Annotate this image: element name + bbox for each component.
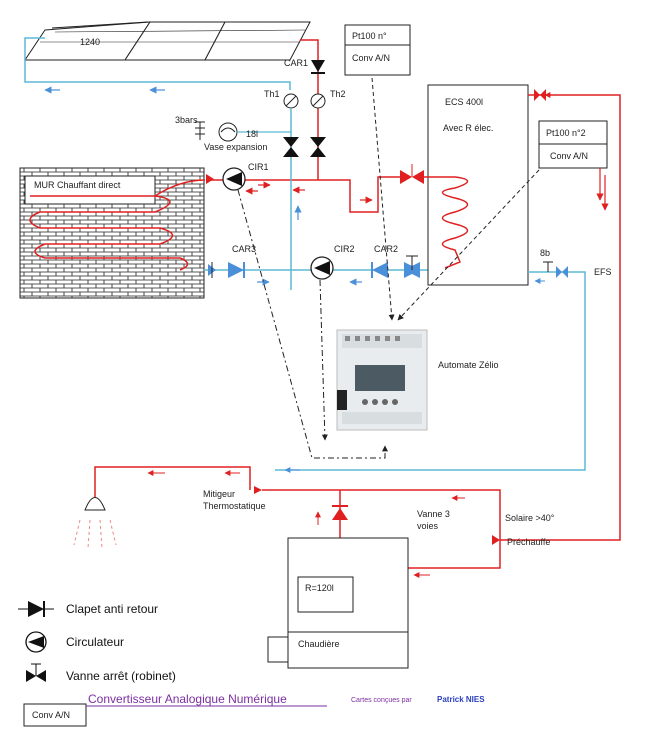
supply-to-tank: [318, 176, 405, 213]
legend-circulator: Circulateur: [66, 635, 124, 649]
boiler-volume-label: R=120l: [305, 583, 334, 593]
stop-valve-icon: [400, 170, 412, 184]
solar-preheat-pipe: [500, 94, 621, 541]
mixer-label-2: Thermostatique: [203, 501, 266, 511]
panel-label: 1240: [80, 37, 100, 47]
pressure2-label: 8b: [540, 248, 550, 258]
hot-water-tank: [427, 84, 529, 286]
three-way-valve: [492, 535, 500, 545]
check-valve-car2: [372, 262, 388, 278]
solar-label: Solaire >40°: [505, 513, 555, 523]
author-name: Patrick NIES: [437, 695, 485, 704]
pt100-1-label: Pt100 n°: [352, 31, 387, 41]
th1-label: Th1: [264, 89, 280, 99]
tank-outlet-valve: [534, 89, 540, 101]
conv-1-label: Conv A/N: [352, 53, 390, 63]
legend-check-valve: Clapet anti retour: [66, 602, 158, 616]
expansion-vessel-icon: [218, 122, 238, 142]
signal-line: [397, 169, 540, 321]
wall-label: MUR Chauffant direct: [34, 180, 121, 190]
pt100-2-label: Pt100 n°2: [546, 128, 586, 138]
plc-zelio: [336, 329, 428, 431]
stop-valve-icon: [283, 137, 299, 147]
th2-label: Th2: [330, 89, 346, 99]
legend: [18, 601, 87, 727]
check-valve-car1: [311, 60, 325, 72]
inlet-valve: [556, 266, 562, 278]
shower-head-icon: [84, 497, 106, 511]
cir1-label: CIR1: [248, 162, 269, 172]
credit-text: Cartes conçues par: [351, 697, 412, 704]
valve3-label-2: voies: [417, 521, 439, 531]
mixer-label-1: Mitigeur: [203, 489, 235, 499]
converter-legend-box: [23, 703, 87, 727]
vessel-volume-label: 18l: [246, 129, 258, 139]
pt100-sensor-box: [344, 24, 411, 76]
return-pipe-top: [24, 37, 291, 90]
legend-converter-box: Conv A/N: [32, 710, 70, 720]
vessel-label: Vase expansion: [204, 142, 267, 152]
plc-label: Automate Zélio: [438, 360, 499, 370]
control-line: [319, 279, 328, 441]
stop-valve-icon: [310, 137, 326, 147]
boiler-check-valve: [332, 508, 348, 520]
solar-panels: [24, 21, 311, 61]
three-way-loop: [262, 489, 501, 569]
cold-water-pipe: [275, 271, 586, 471]
shower-pipe: [94, 466, 251, 500]
car3-label: CAR3: [232, 244, 256, 254]
legend-converter-title: Convertisseur Analogique Numérique: [88, 692, 287, 706]
signal-line: [371, 77, 395, 321]
tank-heat-coil: [424, 176, 469, 269]
supply-pipe: [210, 39, 319, 181]
legend-stop-valve: Vanne arrêt (robinet): [66, 669, 176, 683]
tank-sub-label: Avec R élec.: [443, 123, 493, 133]
mixer-valve: [254, 486, 262, 494]
tank-label: ECS 400l: [445, 97, 483, 107]
car1-label: CAR1: [284, 58, 308, 68]
check-valve-car3: [228, 262, 244, 278]
pressure-label: 3bars: [175, 115, 198, 125]
valve3-label-1: Vanne 3: [417, 509, 450, 519]
stop-valve-legend-icon: [26, 670, 36, 682]
boiler-label: Chaudière: [298, 639, 340, 649]
cir2-label: CIR2: [334, 244, 355, 254]
floor-heating-coil: [29, 195, 189, 271]
preheat-label: Préchauffe: [507, 537, 550, 547]
conv-2-label: Conv A/N: [550, 151, 588, 161]
efs-label: EFS: [594, 267, 612, 277]
